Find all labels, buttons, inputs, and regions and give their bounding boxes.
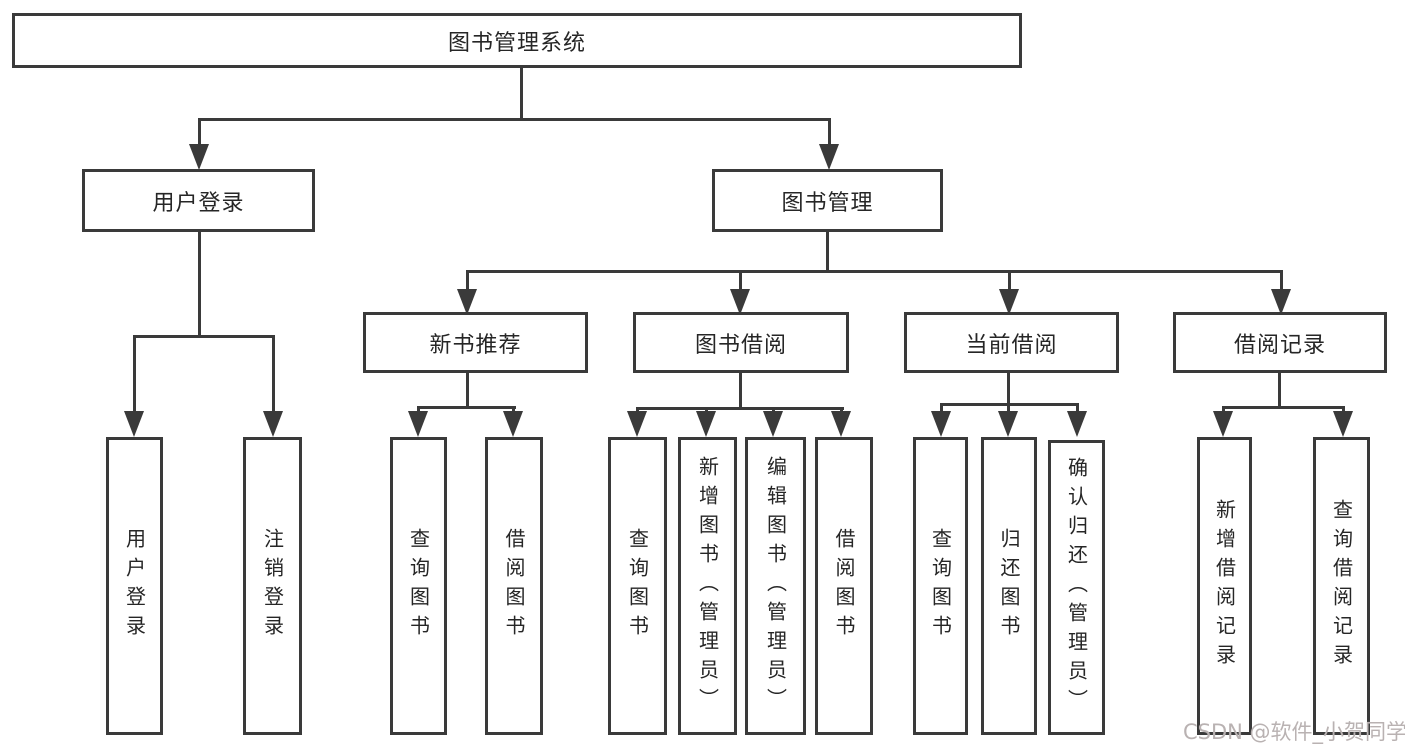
arrowhead-down-icon (730, 289, 750, 315)
node-label: 用户登录 (152, 190, 245, 216)
arrowhead-down-icon (457, 289, 477, 315)
connector-borrow-records-stem (1278, 373, 1281, 406)
connector-user-login-stem (198, 232, 201, 335)
connector-tail (772, 407, 775, 411)
arrowhead-down-icon (408, 411, 428, 437)
arrowhead-down-icon (819, 144, 839, 170)
arrowhead-down-icon (763, 411, 783, 437)
node-leaf-confirm-return-admin: 确认归还（管理员） (1048, 440, 1105, 735)
arrowhead-down-icon (263, 411, 283, 437)
node-label: 图书管理系统 (447, 30, 586, 56)
node-leaf-user-login: 用户登录 (106, 437, 163, 735)
arrowhead-down-icon (1213, 411, 1233, 437)
arrowhead-down-icon (503, 411, 523, 437)
node-book-management-branch: 图书管理 (712, 169, 943, 232)
csdn-watermark: CSDN @软件_小贺同学 (1183, 720, 1405, 744)
connector-root-stem (520, 68, 523, 118)
arrowhead-down-icon (831, 411, 851, 437)
connector-tail-leaf-user-login (133, 335, 136, 411)
node-leaf-logout: 注销登录 (243, 437, 302, 735)
connector-tail (1222, 406, 1225, 411)
node-label: 图书借阅 (694, 332, 787, 358)
node-label: 借阅图书 (832, 528, 856, 644)
node-label: 当前借阅 (965, 332, 1058, 358)
connector-tail-new-book-rec (466, 270, 469, 289)
node-user-login-branch: 用户登录 (82, 169, 315, 232)
arrowhead-down-icon (1271, 289, 1291, 315)
node-label: 编辑图书（管理员） (763, 455, 788, 717)
node-label: 查询图书 (928, 528, 953, 644)
node-leaf-edit-books-admin: 编辑图书（管理员） (745, 437, 806, 735)
node-label: 新书推荐 (429, 332, 522, 358)
connector-tail-book-management (828, 118, 831, 144)
connector-tail (940, 403, 943, 411)
node-label: 查询借阅记录 (1329, 499, 1354, 673)
connector-tail-leaf-logout (272, 335, 275, 411)
arrowhead-down-icon (627, 411, 647, 437)
connector-tail (1342, 406, 1345, 411)
arrowhead-down-icon (189, 144, 209, 170)
node-label: 新增图书（管理员） (695, 455, 720, 717)
node-leaf-query-books-3: 查询图书 (913, 437, 968, 735)
connector-tail-book-borrow (739, 270, 742, 289)
node-leaf-return-books: 归还图书 (981, 437, 1037, 735)
node-library-management-system: 图书管理系统 (12, 13, 1022, 68)
connector-tail (636, 407, 639, 411)
arrowhead-down-icon (999, 289, 1019, 315)
node-leaf-borrow-books-2: 借阅图书 (815, 437, 873, 735)
node-label: 查询图书 (625, 528, 650, 644)
node-leaf-borrow-books-1: 借阅图书 (485, 437, 543, 735)
connector-borrow-records-rail (1222, 406, 1345, 409)
arrowhead-down-icon (696, 411, 716, 437)
node-book-borrowing: 图书借阅 (633, 312, 849, 373)
connector-book-management-stem (826, 232, 829, 270)
node-label: 注销登录 (260, 528, 285, 644)
connector-tail (840, 407, 843, 411)
arrowhead-down-icon (1333, 411, 1353, 437)
arrowhead-down-icon (931, 411, 951, 437)
connector-current-borrow-stem (1007, 373, 1010, 403)
connector-tail (512, 406, 515, 411)
node-label: 用户登录 (122, 528, 147, 644)
connector-new-book-rec-stem (466, 373, 469, 406)
node-leaf-query-books-2: 查询图书 (608, 437, 667, 735)
node-leaf-add-borrow-record: 新增借阅记录 (1197, 437, 1252, 735)
node-new-book-recommendation: 新书推荐 (363, 312, 588, 373)
node-label: 归还图书 (997, 528, 1021, 644)
connector-tail-current-borrow (1008, 270, 1011, 289)
connector-tail (705, 407, 708, 411)
connector-root-rail (198, 118, 831, 121)
arrowhead-down-icon (1067, 411, 1087, 437)
connector-user-login-rail (133, 335, 275, 338)
node-leaf-query-books-1: 查询图书 (390, 437, 447, 735)
node-label: 查询图书 (406, 528, 431, 644)
node-leaf-query-borrow-record: 查询借阅记录 (1313, 437, 1370, 735)
node-label: 新增借阅记录 (1212, 499, 1237, 673)
connector-new-book-rec-rail (417, 406, 516, 409)
node-label: 借阅记录 (1233, 332, 1326, 358)
arrowhead-down-icon (124, 411, 144, 437)
connector-tail (417, 406, 420, 411)
node-borrowing-records: 借阅记录 (1173, 312, 1387, 373)
connector-tail (1007, 403, 1010, 411)
connector-tail-borrow-records (1280, 270, 1283, 289)
arrowhead-down-icon (998, 411, 1018, 437)
node-label: 确认归还（管理员） (1064, 457, 1089, 718)
connector-book-management-rail (466, 270, 1283, 273)
connector-tail (1076, 403, 1079, 411)
node-label: 借阅图书 (502, 528, 526, 644)
node-current-borrowing: 当前借阅 (904, 312, 1119, 373)
node-label: 图书管理 (781, 190, 874, 216)
node-leaf-add-books-admin: 新增图书（管理员） (678, 437, 737, 735)
connector-book-borrow-rail (636, 407, 844, 410)
connector-book-borrow-stem (739, 373, 742, 407)
connector-tail-user-login (198, 118, 201, 144)
